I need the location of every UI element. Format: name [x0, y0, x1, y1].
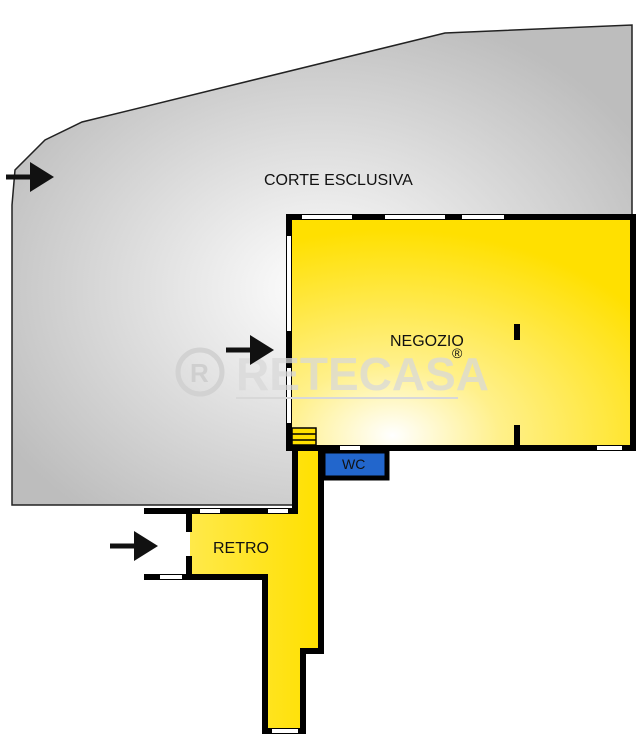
pillar	[514, 324, 520, 340]
watermark-text: RETECASA	[236, 348, 489, 400]
negozio-windows-top	[302, 215, 504, 219]
arrow-right-icon	[226, 335, 274, 365]
negozio-area	[290, 218, 632, 447]
label-corte-esclusiva: CORTE ESCLUSIVA	[264, 172, 413, 189]
retecasa-watermark: R RETECASA ®	[175, 345, 489, 400]
negozio-window-bottom	[597, 446, 622, 450]
pillar	[514, 425, 520, 447]
stair-steps	[291, 427, 317, 446]
wc-area	[320, 448, 390, 481]
retro-windows	[160, 509, 298, 733]
label-retro: RETRO	[213, 540, 269, 557]
negozio-walls	[286, 214, 636, 451]
retro-area	[190, 451, 320, 730]
label-wc: WC	[342, 456, 365, 472]
arrow-right-icon	[6, 162, 54, 192]
arrow-right-icon	[110, 531, 158, 561]
wc-window	[340, 446, 360, 450]
watermark-mark: R	[190, 358, 209, 388]
label-negozio: NEGOZIO	[390, 333, 464, 350]
watermark-reg: ®	[452, 345, 463, 361]
negozio-windows-left	[287, 236, 291, 423]
